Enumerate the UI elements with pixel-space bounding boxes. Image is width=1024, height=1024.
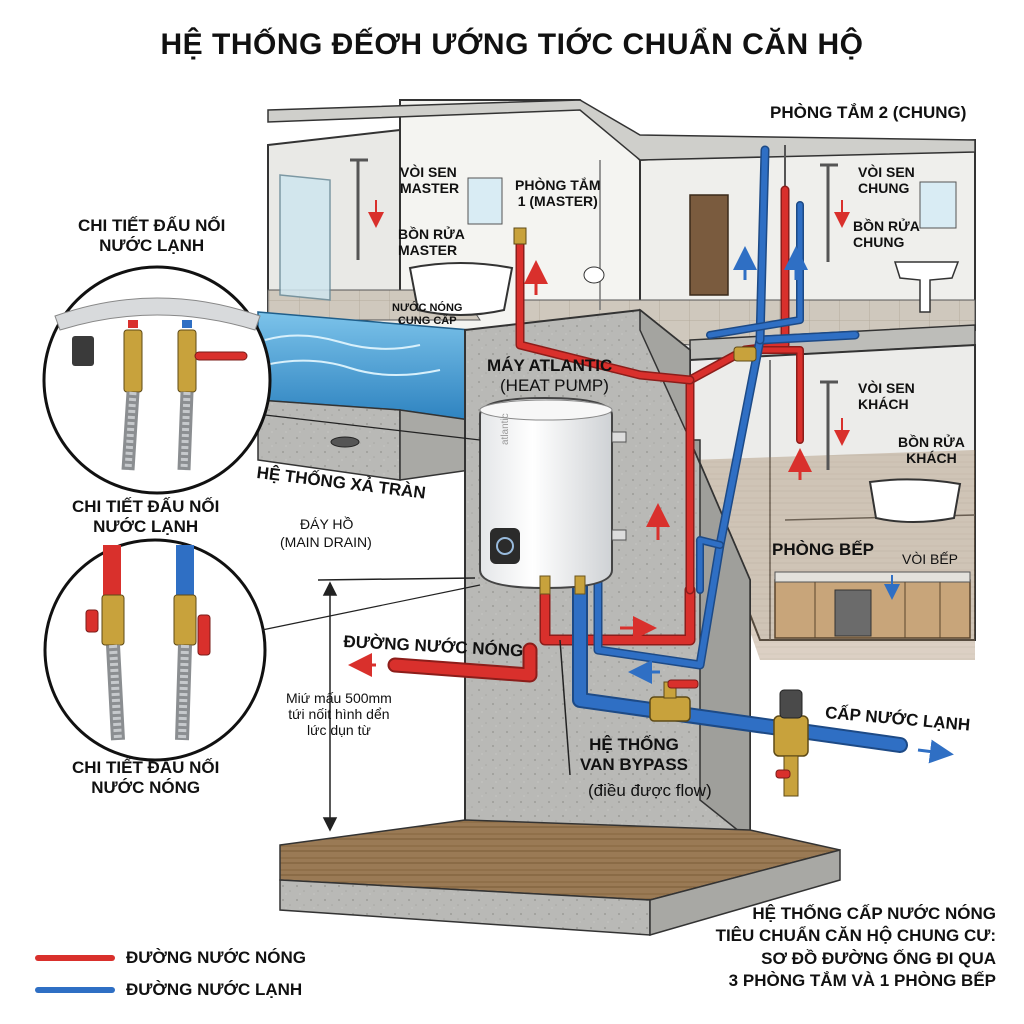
leader-bottom: [261, 584, 481, 631]
label-heater-type: (HEAT PUMP): [500, 376, 609, 395]
label-main-drain-sub: (MAIN DRAIN): [280, 534, 372, 550]
label-kitchen: PHÒNG BẾP: [772, 540, 875, 559]
label-bathroom-1: PHÒNG TẮM 1 (MASTER): [515, 177, 601, 210]
label-bypass: HỆ THỐNG VAN BYPASS: [580, 735, 689, 774]
dimension-note: Miứ mấu 500mm tứi nốit hình dển lức dụn …: [286, 690, 392, 739]
legend-hot-label: ĐƯỜNG NƯỚC NÓNG: [126, 948, 306, 967]
detail-circle-bottom: [43, 538, 267, 762]
label-hot-supply: NƯỚC NÓNG CUNG CẤP: [392, 302, 463, 327]
flow-arrows: [348, 200, 954, 764]
pool: [257, 311, 471, 481]
detail-circle-top: [42, 265, 272, 495]
label-bypass-sub: (điều được flow): [588, 781, 712, 800]
label-shower-master: VÒI SEN MASTER: [400, 164, 460, 197]
dimension-line: [317, 577, 571, 832]
label-main-drain: ĐÁY HỒ: [300, 516, 354, 532]
bypass-valves: [513, 227, 809, 797]
leader-top: [264, 414, 481, 441]
water-heater: [479, 396, 627, 595]
label-kitchen-faucet: VÒI BẾP: [902, 551, 959, 567]
label-bathroom-2: PHÒNG TẮM 2 (CHUNG): [770, 103, 967, 122]
page-title: HỆ THỐNG ĐẾƠH ƯỚNG TIỚC CHUẨN CĂN HỘ: [160, 28, 864, 61]
label-hot-connection: CHI TIẾT ĐẤU NỐI NƯỚC NÓNG: [72, 758, 220, 797]
label-shower-guest: VÒI SEN KHÁCH: [858, 380, 915, 413]
caption: HỆ THỐNG CẤP NƯỚC NÓNG TIÊU CHUẨN CĂN HỘ…: [715, 904, 996, 991]
label-cold-connection-1: CHI TIẾT ĐẤU NỐI NƯỚC LẠNH: [78, 216, 226, 255]
label-shower-common: VÒI SEN CHUNG: [858, 164, 915, 197]
label-cold-connection-2: CHI TIẾT ĐẤU NỐI NƯỚC LẠNH: [72, 497, 220, 536]
label-sink-master: BỒN RỬA MASTER: [398, 226, 465, 259]
label-sink-common: BỒN RỬA CHUNG: [853, 218, 920, 251]
floor-slab: [279, 819, 841, 936]
label-sink-guest: BỒN RỬA KHÁCH: [898, 434, 965, 467]
legend-cold-label: ĐƯỜNG NƯỚC LẠNH: [126, 980, 303, 999]
label-heater: MÁY ATLANTIC: [487, 356, 613, 375]
heater-brand: atlantic: [500, 413, 511, 445]
